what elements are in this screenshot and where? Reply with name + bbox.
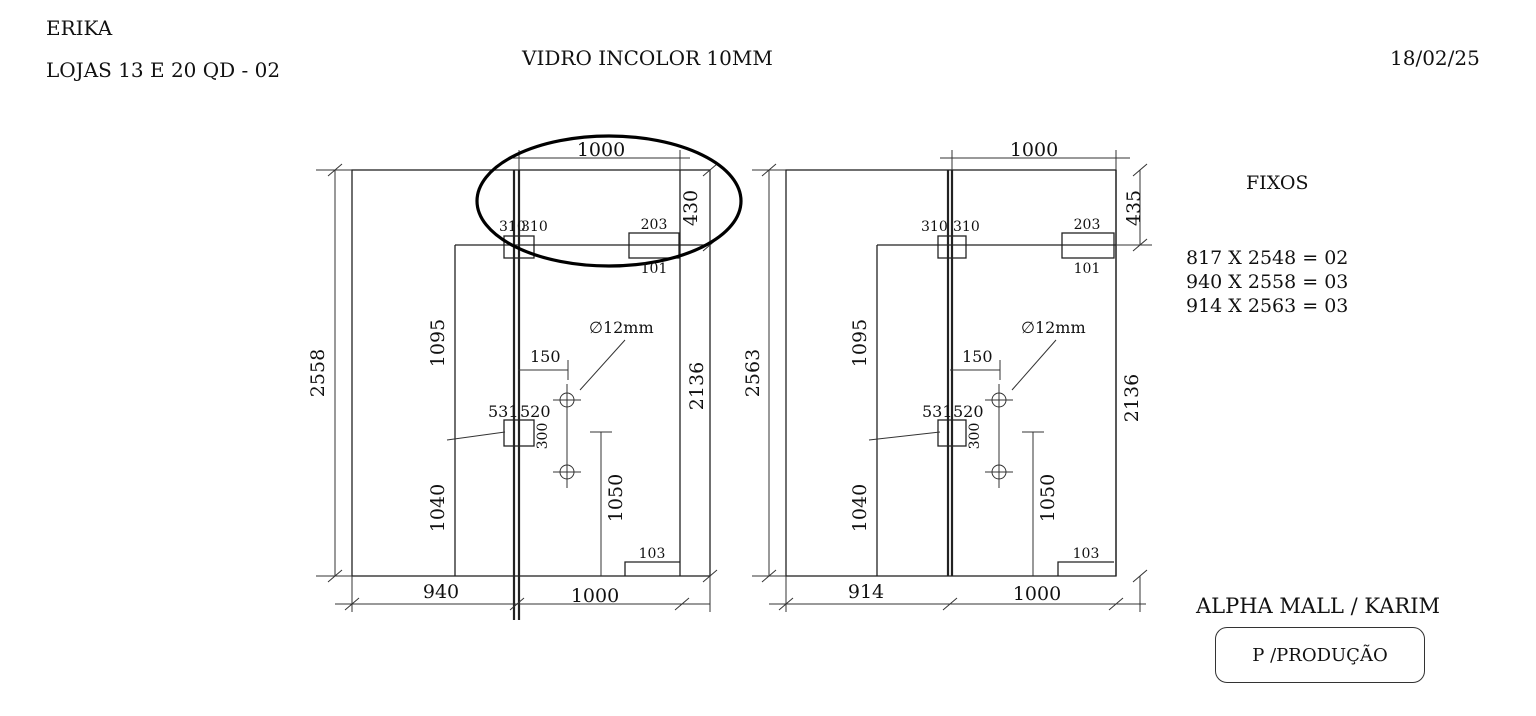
glass-spec: VIDRO INCOLOR 10MM — [522, 46, 773, 70]
panel-a-top-height: 430 — [680, 190, 702, 226]
panel-b-hinge-b: 310 — [953, 219, 980, 235]
panel-a-handle-spacing: 300 — [535, 423, 551, 450]
panel-b-height: 2563 — [742, 349, 764, 397]
panel-b-handle-height: 1050 — [1037, 474, 1059, 522]
panel-a-top-width: 1000 — [577, 139, 625, 161]
panel-b-lock-a: 531 — [922, 402, 953, 421]
panel-a-hole: ∅12mm — [589, 318, 654, 337]
fixed-panels-list: 817 X 2548 = 02 940 X 2558 = 03 914 X 25… — [1186, 246, 1348, 318]
panel-b-lock-b: 520 — [953, 402, 984, 421]
panel-a-door-height: 2136 — [686, 362, 708, 410]
panel-a: 2558 940 1000 1000 430 310 310 203 101 1… — [307, 134, 743, 620]
panel-b-width-right: 1000 — [1013, 583, 1061, 605]
list-item: 940 X 2558 = 03 — [1186, 271, 1349, 293]
date-label: 18/02/25 — [1390, 46, 1480, 70]
panel-a-height: 2558 — [307, 349, 329, 397]
list-item: 817 X 2548 = 02 — [1186, 247, 1349, 269]
panel-a-hinge-a: 310 — [499, 219, 526, 235]
panel-a-fit-top: 203 — [641, 217, 668, 233]
panel-b-lower: 1040 — [849, 484, 871, 532]
highlight-ellipse — [475, 134, 743, 268]
panel-b-top-width: 1000 — [1010, 139, 1058, 161]
client-name: ERIKA — [46, 16, 113, 40]
fixed-panels-title: FIXOS — [1246, 172, 1309, 194]
panel-b-door-height: 2136 — [1121, 374, 1143, 422]
panel-b-fit-floor: 103 — [1073, 546, 1100, 562]
panel-a-upper: 1095 — [427, 319, 449, 367]
panel-a-outline — [351, 169, 711, 577]
panel-a-lock-a: 531 — [488, 402, 519, 421]
panel-b-fit-top: 203 — [1074, 217, 1101, 233]
panel-a-fit-bottom: 101 — [641, 261, 668, 277]
project-client: ALPHA MALL / KARIM — [1196, 594, 1440, 618]
panel-b-width-left: 914 — [848, 581, 884, 603]
panel-a-width-right: 1000 — [571, 585, 619, 607]
panel-a-width-left: 940 — [423, 581, 459, 603]
panel-a-lower: 1040 — [427, 484, 449, 532]
panel-b-top-height: 435 — [1123, 190, 1145, 226]
panel-b-hole: ∅12mm — [1021, 318, 1086, 337]
panel-a-handle-height: 1050 — [605, 474, 627, 522]
panel-b-handle-spacing: 300 — [967, 423, 983, 450]
panel-b: 2563 914 1000 1000 435 310 310 203 101 1… — [742, 139, 1152, 612]
panel-a-fit-floor: 103 — [639, 546, 666, 562]
production-stamp: P /PRODUÇÃO — [1215, 627, 1425, 683]
panel-b-fit-bottom: 101 — [1074, 261, 1101, 277]
panel-a-handle-dx: 150 — [530, 347, 561, 366]
list-item: 914 X 2563 = 03 — [1186, 295, 1349, 317]
panel-a-hinge-b: 310 — [521, 219, 548, 235]
panel-b-handle-dx: 150 — [962, 347, 993, 366]
store-label: LOJAS 13 E 20 QD - 02 — [46, 58, 281, 82]
panel-a-lock-b: 520 — [520, 402, 551, 421]
panel-b-hinge-a: 310 — [921, 219, 948, 235]
panel-b-upper: 1095 — [849, 319, 871, 367]
stamp-label: P /PRODUÇÃO — [1252, 644, 1388, 666]
